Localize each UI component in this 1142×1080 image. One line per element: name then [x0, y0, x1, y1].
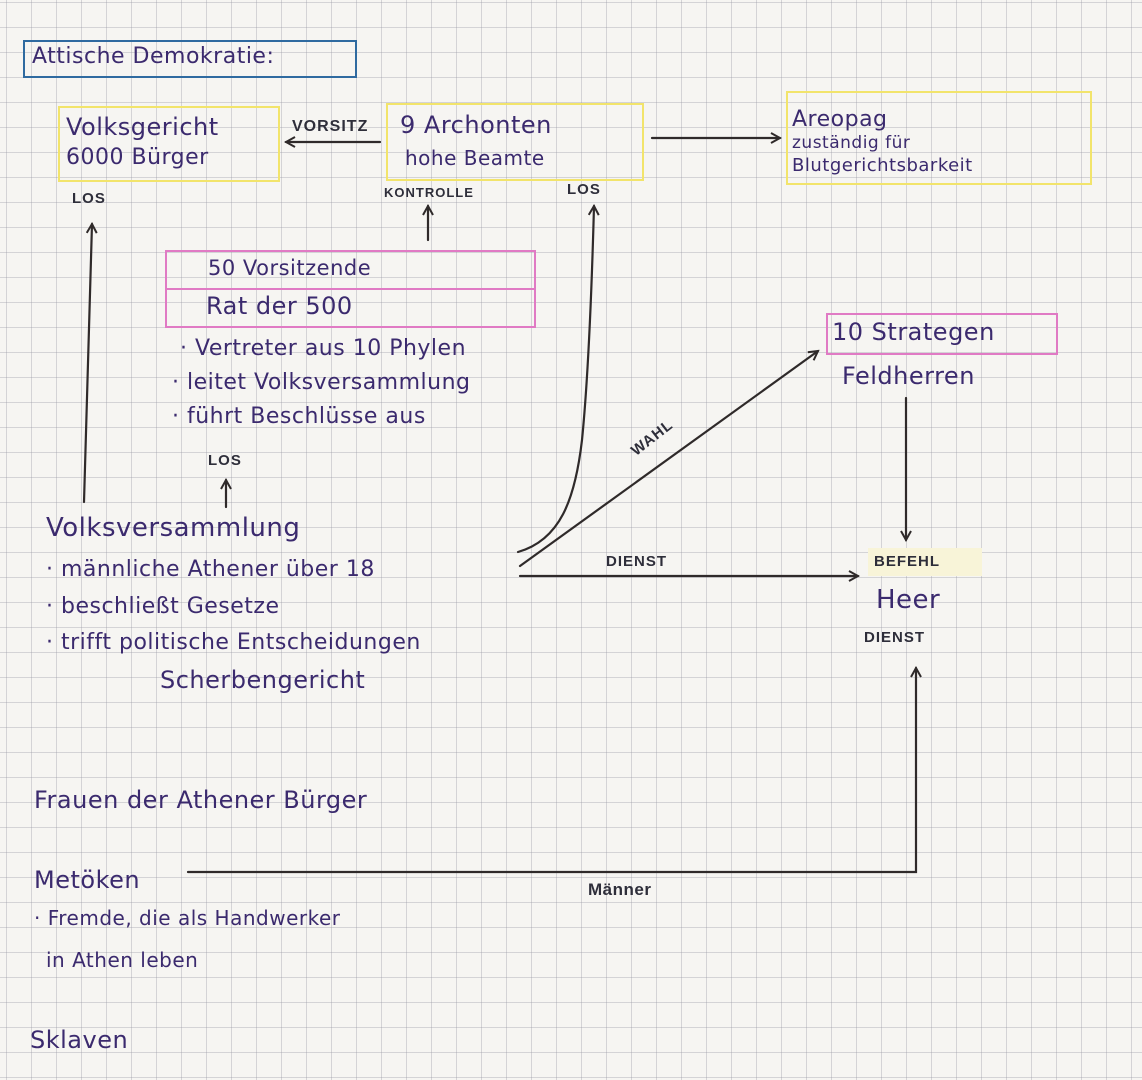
los-archonten-label: LOS [567, 181, 601, 198]
rat-box [165, 288, 536, 328]
title-box [23, 40, 357, 78]
befehl-label: BEFEHL [874, 553, 940, 570]
volksversammlung-bullet-2: · beschließt Gesetze [46, 594, 280, 619]
metoeken-line2: in Athen leben [46, 948, 199, 972]
strategen-box [826, 313, 1058, 355]
befehl-highlight [868, 548, 982, 576]
volksgericht-box [58, 106, 280, 182]
page-title: Attische Demokratie: [32, 44, 275, 69]
strategen-title: 10 Strategen [832, 318, 995, 346]
sklaven-label: Sklaven [30, 1026, 129, 1054]
metoeken-line1: · Fremde, die als Handwerker [34, 906, 341, 930]
frauen-label: Frauen der Athener Bürger [34, 786, 368, 814]
volksgericht-subtitle: 6000 Bürger [66, 145, 209, 170]
areopag-line3: Blutgerichtsbarkeit [792, 155, 973, 176]
archonten-subtitle: hohe Beamte [405, 146, 545, 170]
maenner-label: Männer [588, 880, 652, 899]
kontrolle-label: KONTROLLE [384, 185, 474, 200]
strategen-subtitle: Feldherren [842, 362, 975, 390]
rat-bullet-1: · Vertreter aus 10 Phylen [180, 336, 467, 361]
archonten-box [386, 103, 644, 181]
arrow-volksversammlung-volksgericht [82, 224, 92, 504]
metoeken-title: Metöken [34, 866, 141, 894]
rat-vorsitzende-label: 50 Vorsitzende [208, 256, 372, 280]
arrow-wahl [518, 351, 818, 568]
los-volksgericht-label: LOS [72, 190, 106, 207]
volksversammlung-bullet-3: · trifft politische Entscheidungen [46, 630, 421, 655]
heer-label: Heer [876, 585, 941, 615]
rat-bullet-3: · führt Beschlüsse aus [172, 404, 426, 429]
los-rat-label: LOS [208, 452, 242, 469]
arrow-metoeken-heer [186, 668, 916, 874]
vorsitz-label: VORSITZ [292, 118, 369, 135]
areopag-box [786, 91, 1092, 185]
volksgericht-title: Volksgericht [66, 113, 219, 141]
arrow-los-archonten [516, 206, 594, 554]
volksversammlung-bullet-1: · männliche Athener über 18 [46, 557, 375, 582]
areopag-title: Areopag [792, 107, 888, 132]
scherbengericht-label: Scherbengericht [160, 666, 366, 694]
rat-title: Rat der 500 [206, 292, 353, 320]
rat-bullet-2: · leitet Volksversammlung [172, 370, 471, 395]
volksversammlung-title: Volksversammlung [46, 513, 301, 543]
areopag-line2: zuständig für [792, 133, 911, 153]
dienst-heer-label: DIENST [864, 629, 926, 646]
dienst-label: DIENST [606, 553, 668, 570]
archonten-title: 9 Archonten [400, 111, 552, 139]
